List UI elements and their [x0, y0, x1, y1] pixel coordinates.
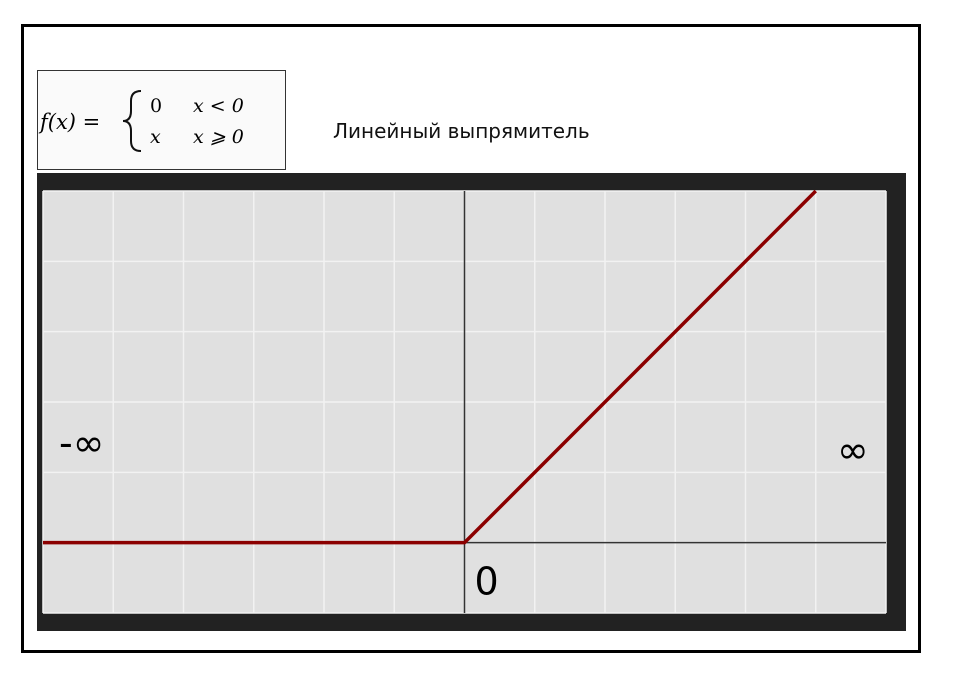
formula-svg: f(x) = 0 x < 0 x x ⩾ 0	[38, 90, 244, 152]
case2-condition: x ⩾ 0	[193, 126, 244, 148]
formula-box: f(x) = 0 x < 0 x x ⩾ 0	[37, 70, 286, 170]
formula-lhs: f(x) =	[38, 110, 100, 134]
brace	[122, 90, 142, 152]
case2-value: x	[150, 126, 161, 148]
origin-label: 0	[475, 560, 499, 604]
chart-panel: -∞ ∞ 0	[37, 173, 906, 631]
series-group	[43, 189, 817, 545]
neg-infinity-label: -∞	[59, 421, 104, 465]
relu-chart: -∞ ∞ 0	[42, 189, 887, 614]
relu-series-line	[43, 189, 817, 545]
case1-value: 0	[150, 95, 162, 117]
case1-condition: x < 0	[193, 95, 244, 117]
chart-caption: Линейный выпрямитель	[333, 119, 590, 143]
pos-infinity-label: ∞	[837, 428, 869, 472]
